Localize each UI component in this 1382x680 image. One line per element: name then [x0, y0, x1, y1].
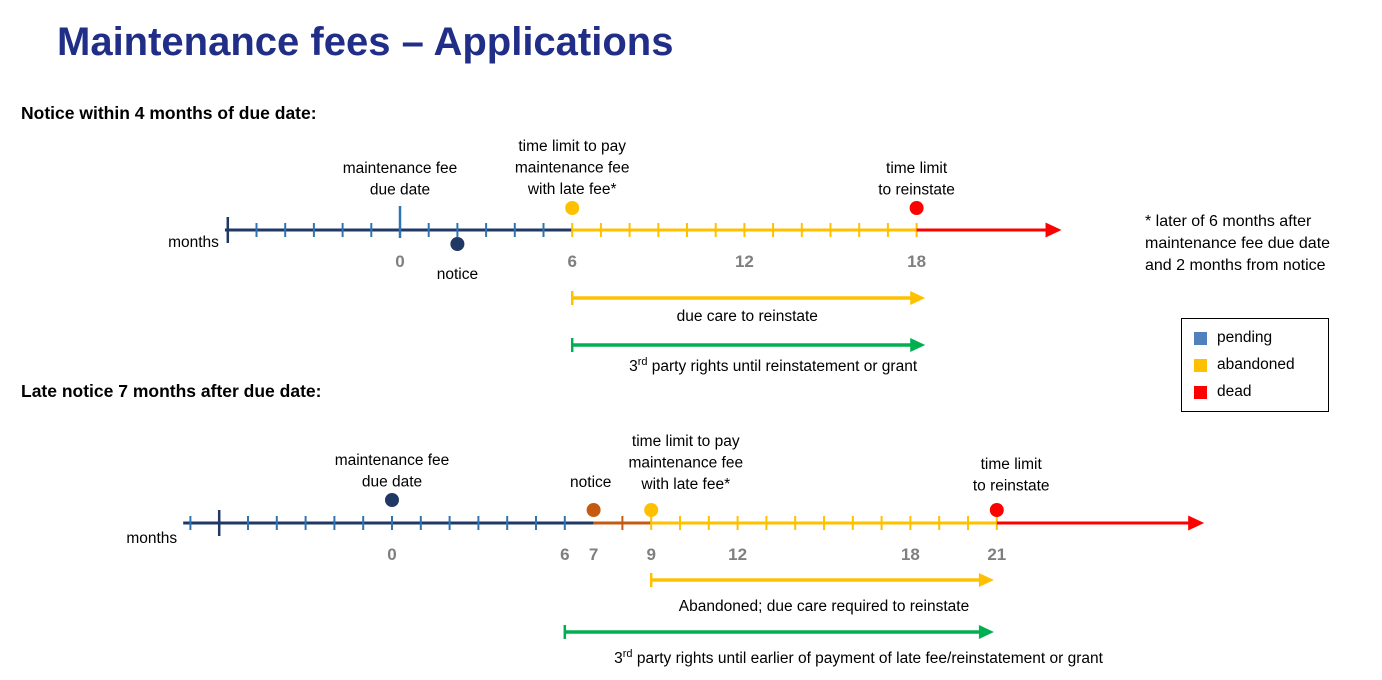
abandoned-color-swatch	[1194, 358, 1207, 372]
callout-line: time limit to pay	[518, 138, 626, 155]
axis-number-6: 6	[560, 545, 569, 564]
range-arrow-head	[910, 338, 926, 352]
callout-line: due date	[370, 182, 430, 199]
timeline-notice-within-4-months: 0 6 12 18 months maintenance fee due date time …	[168, 138, 1062, 375]
range-arrow-head	[978, 625, 994, 639]
range-arrow-label: 3rd party rights until reinstatement or …	[629, 356, 918, 375]
legend-item-abandoned: abandoned	[1194, 356, 1316, 374]
callout-line: with late fee*	[640, 476, 730, 493]
late-fee-deadline-dot	[565, 201, 580, 215]
callout-line: due date	[362, 474, 422, 491]
axis-number-12: 12	[735, 252, 754, 271]
timeline-late-notice-7-months: 0 6 7 9 12 18 21 months maintenance fee due date n…	[126, 433, 1205, 667]
callout-line: maintenance fee	[628, 455, 743, 472]
axis-number-18: 18	[907, 252, 926, 271]
legend-label-pending: pending	[1217, 329, 1273, 346]
section-heading-late-notice-7-months: Late notice 7 months after due date:	[21, 381, 322, 401]
range-arrow-head	[978, 573, 994, 587]
callout-line: maintenance fee	[343, 160, 458, 177]
timeline-part: rd	[638, 356, 648, 368]
reinstate-deadline-dot	[909, 201, 924, 215]
callout-line: time limit to pay	[632, 433, 740, 450]
axis-number-7: 7	[589, 545, 598, 564]
dead-color-swatch	[1194, 385, 1207, 399]
timeline-part: party rights until reinstatement or gran…	[647, 358, 917, 375]
timeline-arrowhead	[1045, 222, 1062, 238]
timeline-part: party rights until earlier of payment of…	[633, 650, 1104, 667]
axis-number-0: 0	[387, 545, 396, 564]
legend-label-abandoned: abandoned	[1217, 356, 1295, 373]
footnote-line: and 2 months from notice	[1145, 257, 1326, 274]
legend-label-dead: dead	[1217, 383, 1252, 400]
callout-line: to reinstate	[973, 478, 1050, 495]
callout-line: maintenance fee	[335, 452, 450, 469]
axis-number-21: 21	[987, 545, 1006, 564]
timeline-part: rd	[623, 648, 633, 660]
section-heading-notice-within-4-months: Notice within 4 months of due date:	[21, 103, 317, 123]
range-arrow-label: due care to reinstate	[677, 308, 818, 325]
timeline-part: due care to reinstate	[677, 308, 818, 325]
timeline-part: 3	[614, 650, 623, 667]
footnote: * later of 6 months after maintenance fe…	[1145, 211, 1330, 277]
axis-number-9: 9	[646, 545, 655, 564]
late-fee-deadline-dot	[644, 503, 659, 517]
callout-line: notice	[570, 474, 611, 491]
axis-number-0: 0	[395, 252, 404, 271]
legend-item-pending: pending	[1194, 329, 1316, 347]
legend-item-dead: dead	[1194, 383, 1316, 401]
timeline-arrowhead	[1188, 515, 1205, 531]
timeline-part: 3	[629, 358, 638, 375]
axis-unit-label: months	[168, 234, 219, 251]
reinstate-deadline-dot	[989, 503, 1004, 517]
pending-color-swatch	[1194, 331, 1207, 345]
due-date-dot	[385, 493, 399, 507]
notice-dot	[586, 503, 601, 517]
callout-line: notice	[437, 266, 478, 283]
callout-line: time limit	[886, 160, 948, 177]
range-arrow-head	[910, 291, 926, 305]
footnote-line: maintenance fee due date	[1145, 235, 1331, 252]
axis-number-18: 18	[901, 545, 920, 564]
callout-line: time limit	[981, 456, 1043, 473]
callout-line: maintenance fee	[515, 160, 630, 177]
timeline-part: Abandoned; due care required to reinstat…	[679, 598, 969, 615]
axis-number-6: 6	[567, 252, 576, 271]
callout-line: to reinstate	[878, 182, 955, 199]
page-title: Maintenance fees – Applications	[57, 20, 674, 64]
axis-number-12: 12	[728, 545, 747, 564]
range-arrow-label: 3rd party rights until earlier of paymen…	[614, 648, 1104, 667]
legend: pending abandoned dead	[1181, 318, 1329, 412]
footnote-line: * later of 6 months after	[1145, 213, 1312, 230]
callout-line: with late fee*	[527, 181, 617, 198]
range-arrow-label: Abandoned; due care required to reinstat…	[679, 598, 969, 615]
notice-dot	[450, 237, 465, 251]
axis-unit-label: months	[126, 530, 177, 547]
